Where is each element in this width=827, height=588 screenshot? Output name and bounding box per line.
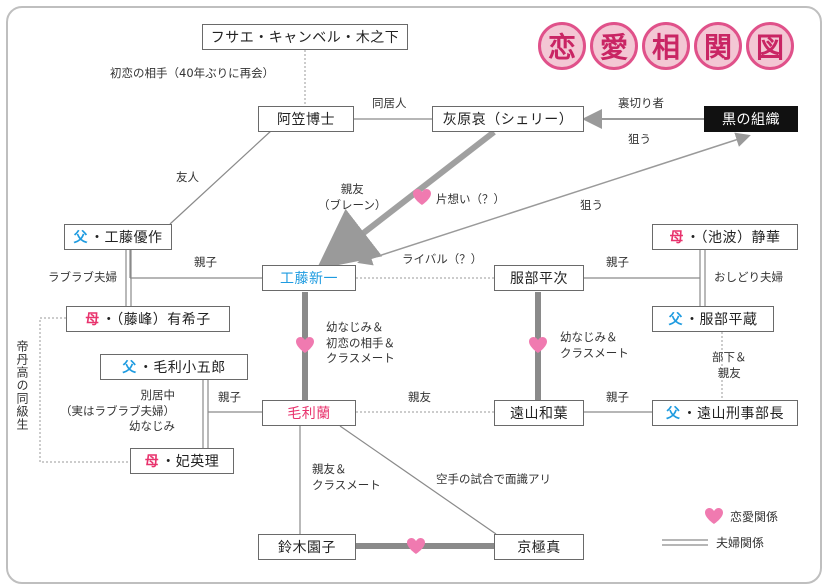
label-oyako1: 親子: [194, 255, 217, 269]
node-agasa: 阿笠博士: [258, 106, 354, 132]
node-heizo: 父・服部平蔵: [652, 306, 774, 332]
label-nerau2: 狙う: [580, 198, 603, 212]
label-osananajimi2: 幼なじみ＆ クラスメート: [560, 330, 629, 360]
heart-icon: [296, 337, 314, 353]
line-teitan-bracket: [39, 317, 130, 463]
node-heiji: 服部平次: [494, 265, 584, 291]
node-makoto: 京極真: [494, 534, 584, 560]
heart-icon: [407, 538, 425, 554]
node-fusae: フサエ・キャンベル・木之下: [202, 24, 408, 50]
node-shizuka: 母・（池波）静華: [652, 224, 798, 250]
label-karate: 空手の試合で面識アリ: [436, 472, 551, 486]
label-lovelove: ラブラブ夫婦: [48, 270, 117, 284]
node-kuro: 黒の組織: [704, 106, 798, 132]
label-oyako4: 親子: [606, 390, 629, 404]
label-rival: ライバル（？）: [402, 252, 483, 266]
label-oyako2: 親子: [606, 255, 629, 269]
label-buka: 部下＆ 親友: [712, 350, 747, 380]
label-uragirimono: 裏切り者: [618, 96, 664, 110]
label-osananajimi1: 幼なじみ＆ 初恋の相手＆ クラスメート: [326, 320, 395, 366]
label-oyako3: 親子: [218, 390, 241, 404]
heart-icon: [413, 189, 431, 205]
label-doukyonin: 同居人: [372, 96, 407, 110]
label-shinyu-brain: 親友 （ブレーン）: [318, 182, 387, 212]
title-char: 相: [642, 22, 690, 70]
node-shinichi: 工藤新一: [262, 265, 356, 291]
label-kataomoi: 片想い（？）: [436, 192, 505, 206]
label-oshidori: おしどり夫婦: [714, 270, 783, 284]
node-yusaku: 父・工藤優作: [64, 224, 172, 250]
node-eri: 母・妃英理: [130, 448, 234, 474]
label-hatsukoi: 初恋の相手（40年ぶりに再会）: [110, 66, 275, 80]
line-ran-makoto: [339, 425, 497, 535]
node-haibara: 灰原哀（シェリー）: [432, 106, 584, 132]
diagram-title: 恋 愛 相 関 図: [538, 22, 794, 70]
label-teitan: 帝丹高の同級生: [15, 340, 29, 431]
node-sonoko: 鈴木園子: [258, 534, 356, 560]
title-char: 図: [746, 22, 794, 70]
legend-marriage-label: 夫婦関係: [716, 536, 765, 550]
label-bekkyo: 別居中 （実はラブラブ夫婦） 幼なじみ: [60, 388, 175, 434]
label-nerau1: 狙う: [628, 132, 651, 146]
label-shinyu-class: 親友＆ クラスメート: [312, 462, 381, 492]
line-shinichi-kuro: [357, 132, 751, 266]
title-char: 愛: [590, 22, 638, 70]
line-agasa-yusaku: [169, 129, 273, 225]
title-char: 恋: [538, 22, 586, 70]
node-ran: 毛利蘭: [262, 400, 356, 426]
diagram-frame: [6, 6, 822, 584]
node-kazuha: 遠山和葉: [494, 400, 584, 426]
node-kogoro: 父・毛利小五郎: [100, 354, 248, 380]
legend-love-label: 恋愛関係: [730, 510, 779, 524]
heart-icon: [529, 337, 547, 353]
label-yuujin: 友人: [176, 170, 199, 184]
label-shinyu: 親友: [408, 390, 431, 404]
node-toyama: 父・遠山刑事部長: [652, 400, 798, 426]
node-yukiko: 母・（藤峰）有希子: [66, 306, 230, 332]
legend-heart-icon: [705, 508, 723, 524]
title-char: 関: [694, 22, 742, 70]
